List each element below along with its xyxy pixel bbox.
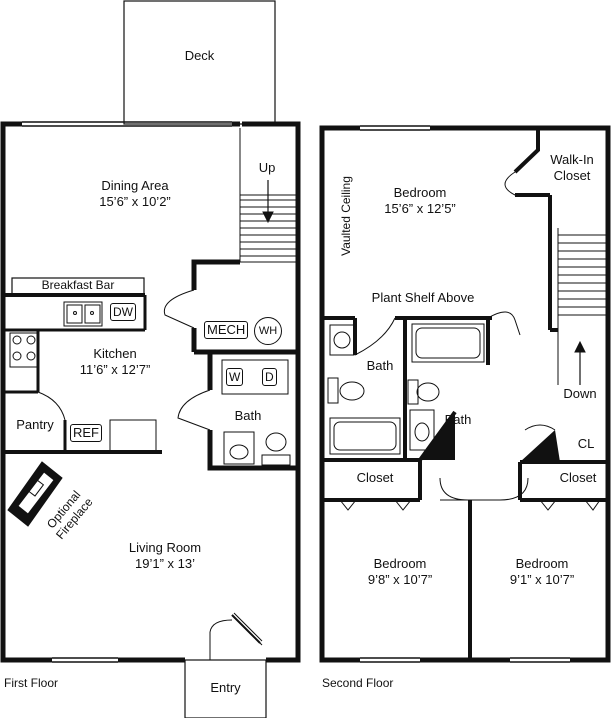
stove — [9, 332, 39, 368]
bedroom-3-label: Bedroom 9’1” x 10’7” — [487, 556, 597, 588]
master-bedroom-label: Bedroom 15’6” x 12’5” — [360, 185, 480, 217]
mech-label: MECH — [204, 321, 249, 339]
master-bedroom-size: 15’6” x 12’5” — [384, 201, 456, 216]
closet-1-label: Closet — [356, 470, 394, 485]
dryer-label: D — [262, 368, 277, 386]
living-room-size: 19’1” x 13’ — [135, 556, 195, 571]
first-floor-bath-fixtures — [223, 431, 291, 466]
fireplace — [7, 461, 63, 527]
closet-2-label: Closet — [559, 470, 597, 485]
master-bedroom-name: Bedroom — [393, 185, 447, 200]
bedroom-2-size: 9’8” x 10’7” — [367, 572, 433, 587]
deck-label: Deck — [184, 48, 215, 63]
dining-area-label: Dining Area 15’6” x 10’2” — [60, 178, 210, 210]
bedroom-3-name: Bedroom — [515, 556, 569, 571]
breakfast-bar-label: Breakfast Bar — [41, 278, 115, 292]
breakfast-bar — [11, 277, 145, 295]
dining-area-name: Dining Area — [101, 178, 169, 193]
cl-label: CL — [577, 436, 595, 451]
bath-2-fixtures — [407, 323, 485, 451]
kitchen-name: Kitchen — [93, 346, 137, 361]
ref-label: REF — [70, 424, 102, 442]
living-room-name: Living Room — [128, 540, 202, 555]
first-floor-caption: First Floor — [4, 676, 58, 690]
walk-in-closet-label: Walk-In Closet — [550, 152, 594, 183]
bath-2-label: Bath — [444, 412, 472, 427]
washer-label: W — [226, 368, 244, 386]
entry-label: Entry — [210, 680, 241, 695]
second-floor-bath-walls — [322, 316, 492, 462]
bedroom-2-label: Bedroom 9’8” x 10’7” — [345, 556, 455, 588]
bath-label-first-floor: Bath — [234, 408, 262, 423]
second-floor-outer-walls — [319, 125, 611, 663]
living-room-label: Living Room 19’1” x 13’ — [90, 540, 240, 572]
bedroom-2-name: Bedroom — [373, 556, 427, 571]
wh-label: WH — [254, 317, 282, 345]
kitchen-sink — [63, 301, 103, 327]
deck-outline — [123, 0, 276, 125]
up-label: Up — [258, 160, 276, 175]
entry-outline — [184, 659, 267, 718]
plant-shelf-label: Plant Shelf Above — [371, 290, 475, 305]
kitchen-size: 11’6” x 12’7” — [79, 362, 151, 377]
bath-1-label: Bath — [366, 358, 394, 373]
dining-area-size: 15’6” x 10’2” — [99, 194, 171, 209]
kitchen-label: Kitchen 11’6” x 12’7” — [60, 346, 170, 378]
bedroom-3-size: 9’1” x 10’7” — [509, 572, 575, 587]
down-label: Down — [563, 386, 597, 401]
second-floor-stair — [557, 228, 608, 385]
kitchen-counter — [109, 419, 157, 453]
bath-1-fixtures — [327, 324, 401, 455]
first-floor-stair — [239, 128, 298, 263]
dw-label: DW — [110, 303, 136, 321]
second-floor-caption: Second Floor — [322, 676, 394, 690]
pantry-label: Pantry — [16, 417, 54, 432]
vaulted-ceiling-label: Vaulted Ceiling — [339, 176, 353, 256]
